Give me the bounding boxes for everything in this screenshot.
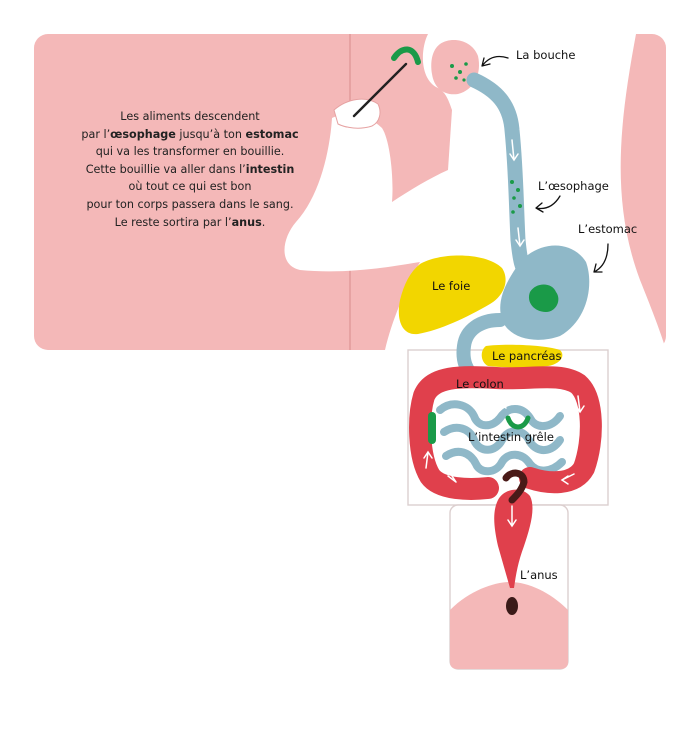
text-line: Le reste sortira par l’anus. [114,215,266,229]
label-small-intestine: L’intestin grêle [468,430,554,444]
bottom-skin [450,582,568,669]
text-line: pour ton corps passera dans le sang. [86,197,294,211]
label-mouth: La bouche [516,48,576,62]
text-line: Cette bouillie va aller dans l’intestin [85,162,295,176]
text-line: où tout ce qui est bon [128,180,252,194]
label-pancreas: Le pancréas [492,349,562,363]
text-line: qui va les transformer en bouillie. [95,145,285,159]
esophagus [466,72,536,284]
label-liver: Le foie [432,279,471,293]
label-stomach: L’estomac [578,222,638,236]
stomach-food [528,284,559,312]
liver [398,255,506,335]
colon [409,366,602,500]
intestine-food [505,415,531,430]
label-colon: Le colon [456,377,504,391]
fork-handle [352,62,408,118]
bold-term: intestin [245,162,295,176]
bold-term: anus [231,215,262,229]
stool [502,469,528,504]
anus-shape [506,597,518,615]
pancreas [481,344,563,368]
label-esophagus: L’œsophage [538,179,609,193]
rectum [494,489,533,588]
bold-term: estomac [245,127,299,141]
text-line: Les aliments descendent [120,110,260,123]
text-line: par l’œsophage jusqu’à ton estomac [81,127,299,141]
esophagus-food-dots [510,180,522,214]
bold-term: œsophage [110,127,176,141]
mouth-food-dots [450,62,468,82]
label-anus: L’anus [520,568,558,582]
food-on-fork [391,46,421,65]
flow-arrows [423,139,585,528]
pointer-arrows [481,55,609,273]
explanation-text: Les aliments descendent par l’œsophage ju… [70,108,310,231]
